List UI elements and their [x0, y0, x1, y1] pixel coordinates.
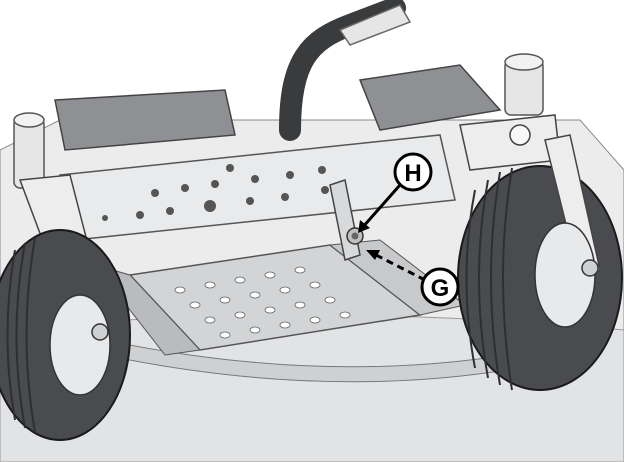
left-tire-tread	[6, 237, 36, 433]
upper-panel-right	[358, 64, 502, 131]
callout-h-circle	[393, 152, 433, 192]
right-axle-bolt	[581, 259, 599, 277]
hose	[279, 0, 406, 141]
callout-g-leader	[371, 251, 426, 282]
callout-g-label: G	[431, 275, 450, 302]
right-post-cap	[504, 53, 544, 71]
upper-panel-left	[54, 89, 236, 151]
callout-g-arrowhead	[366, 250, 380, 260]
floor-plate-holes	[174, 266, 351, 339]
callout-h-leader	[360, 184, 402, 229]
left-hub	[49, 294, 111, 396]
callout-h-arrowhead	[358, 220, 370, 233]
callout-h-label: H	[404, 160, 421, 187]
right-tire-tread	[465, 167, 513, 391]
rear-plate-holes	[102, 164, 329, 221]
bracket-bolt-inner	[351, 232, 359, 240]
left-post-cap	[13, 112, 45, 128]
callout-g-circle	[420, 267, 460, 307]
left-axle-bolt	[91, 323, 109, 341]
hose-fitting	[338, 4, 412, 46]
right-plate-hole	[509, 124, 531, 146]
